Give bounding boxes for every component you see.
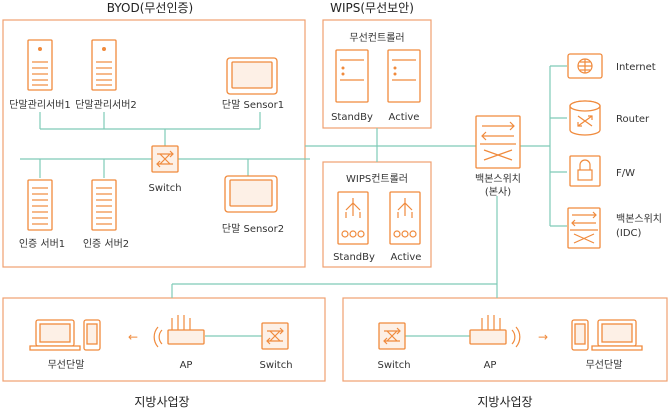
branch2-phone-icon xyxy=(571,319,589,351)
branch2-switch-icon xyxy=(378,322,406,350)
sensor1-label: 단말 Sensor1 xyxy=(222,99,284,111)
wireless-controller-title: 무선컨트롤러 xyxy=(349,32,404,44)
branch1-title: 지방사업장 xyxy=(134,395,189,409)
backbone-sub-label: (본사) xyxy=(485,186,511,198)
byod-title: BYOD(무선인증) xyxy=(107,1,193,15)
internet-label: Internet xyxy=(616,62,656,73)
branch2-ap-icon xyxy=(469,315,521,348)
wireless-controller-active xyxy=(387,49,421,103)
right-links xyxy=(520,65,567,227)
backbone-label: 백본스위치 xyxy=(475,172,521,185)
branch2-switch-label: Switch xyxy=(377,360,410,371)
branch1-box xyxy=(2,297,326,382)
branch2-title: 지방사업장 xyxy=(477,395,532,409)
branch1-phone-icon xyxy=(83,319,101,351)
branch2-terminal-label: 무선단말 xyxy=(586,359,623,371)
active-bottom-label: Active xyxy=(391,252,422,263)
router-label: Router xyxy=(616,114,650,125)
wips-controller-standby xyxy=(337,191,369,245)
branch1-switch-label: Switch xyxy=(259,360,292,371)
active-top-label: Active xyxy=(389,112,420,123)
standby-top-label: StandBy xyxy=(331,112,373,123)
internet-icon xyxy=(567,53,603,79)
branch-links xyxy=(171,196,498,298)
wips-controller-active xyxy=(389,191,421,245)
branch2-laptop-icon xyxy=(591,319,643,351)
idc-label-2: (IDC) xyxy=(616,228,642,239)
branch2-box xyxy=(342,297,668,382)
auth1-label: 인증 서버1 xyxy=(19,238,65,250)
idc-label-1: 백본스위치 xyxy=(616,212,662,225)
standby-bottom-label: StandBy xyxy=(333,252,375,263)
byod-switch-icon xyxy=(151,145,179,173)
wireless-controller-standby xyxy=(335,49,369,103)
byod-box xyxy=(2,19,306,268)
branch1-ap-label: AP xyxy=(180,360,193,371)
terminal-server1 xyxy=(27,39,53,91)
branch1-arrow-icon: ← xyxy=(128,330,138,344)
wips-controller-title: WIPS컨트롤러 xyxy=(346,173,408,185)
sensor2-monitor xyxy=(224,175,278,213)
terminal-server2 xyxy=(91,39,117,91)
branch2-arrow-icon: → xyxy=(538,330,548,344)
router-icon xyxy=(569,100,601,136)
branch1-laptop-icon xyxy=(29,319,81,351)
backbone-switch-icon xyxy=(475,115,521,169)
branch1-terminal-label: 무선단말 xyxy=(48,359,85,371)
auth-server2 xyxy=(91,179,117,231)
server1-label: 단말관리서버1 xyxy=(9,99,71,111)
byod-switch-label: Switch xyxy=(148,183,181,194)
branch1-ap-icon xyxy=(153,315,205,348)
auth2-label: 인증 서버2 xyxy=(83,238,129,250)
branch2-ap-label: AP xyxy=(484,360,497,371)
fw-label: F/W xyxy=(616,168,635,179)
server2-label: 단말관리서버2 xyxy=(75,99,137,111)
sensor2-label: 단말 Sensor2 xyxy=(222,223,284,235)
sensor1-monitor xyxy=(226,57,278,95)
auth-server1 xyxy=(27,179,53,231)
wips-title: WIPS(무선보안) xyxy=(330,1,414,15)
idc-backbone-icon xyxy=(567,207,601,249)
firewall-lock-icon xyxy=(569,155,601,187)
branch1-switch-icon xyxy=(261,322,289,350)
